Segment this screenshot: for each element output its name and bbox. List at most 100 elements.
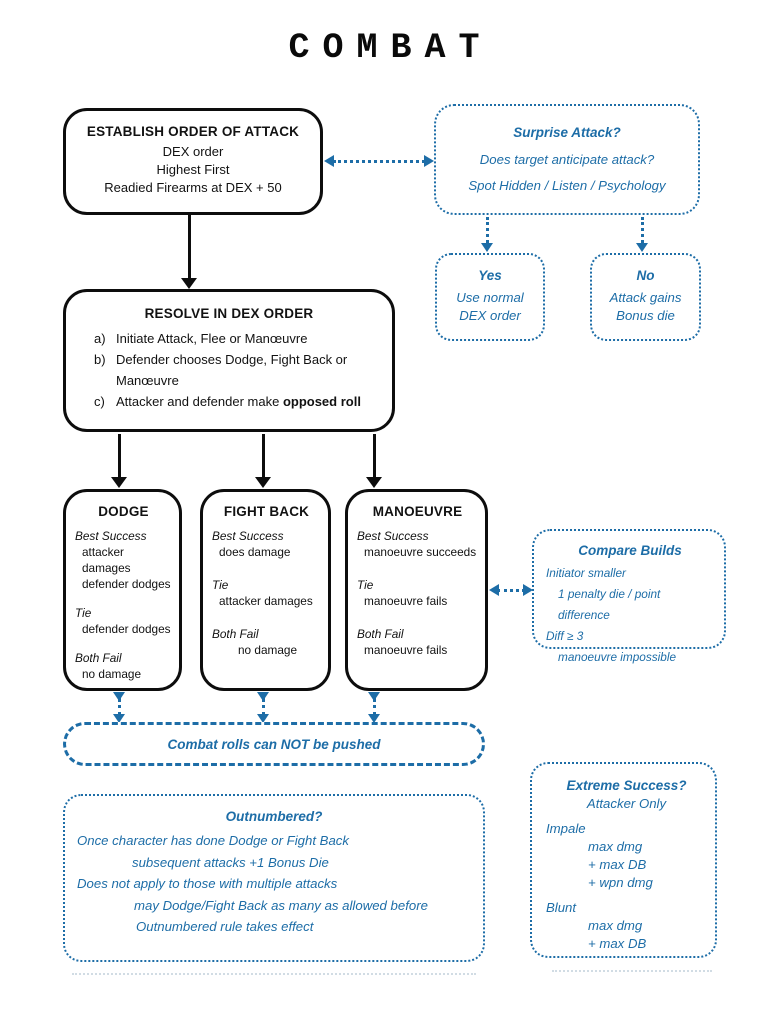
scan-echo-line xyxy=(552,970,712,972)
outnumbered-line-2: subsequent attacks +1 Bonus Die xyxy=(132,854,329,870)
resolve-item-b-prefix: b) xyxy=(94,352,106,367)
establish-order-box: ESTABLISH ORDER OF ATTACK DEX order High… xyxy=(63,108,323,215)
manoeuvre-both-fail-label: Both Fail xyxy=(357,627,404,641)
extreme-success-box: Extreme Success? Attacker Only Impale ma… xyxy=(530,762,717,958)
establish-order-title: ESTABLISH ORDER OF ATTACK xyxy=(86,124,300,139)
surprise-yes-connector-line xyxy=(486,217,489,243)
extreme-success-title: Extreme Success? xyxy=(566,778,687,793)
compare-line-penalty: 1 penalty die / point difference xyxy=(558,587,661,622)
manoeuvre-both-fail-section: Both Fail manoeuvre fails xyxy=(357,626,478,658)
compare-line-impossible: manoeuvre impossible xyxy=(558,650,677,664)
fight-back-both-fail-section: Both Fail no damage xyxy=(212,626,321,658)
arrow-down-icon xyxy=(113,714,125,723)
dodge-best-success-section: Best Success attacker damages defender d… xyxy=(75,528,172,592)
manoeuvre-pill-connector-line xyxy=(373,698,376,716)
manoeuvre-tie-section: Tie manoeuvre fails xyxy=(357,577,478,609)
dodge-tie-label: Tie xyxy=(75,606,92,620)
compare-builds-box: Compare Builds Initiator smaller 1 penal… xyxy=(532,529,726,664)
compare-line-initiator: Initiator smaller xyxy=(546,566,626,580)
establish-surprise-connector-line xyxy=(333,160,425,163)
arrow-down-icon xyxy=(481,243,493,252)
fight-back-both-fail-line1: no damage xyxy=(238,643,298,657)
resolve-fightback-connector-line xyxy=(262,434,265,478)
surprise-line-anticipate: Does target anticipate attack? xyxy=(479,152,655,167)
outnumbered-line-3: Does not apply to those with multiple at… xyxy=(77,876,338,891)
manoeuvre-best-success-line1: manoeuvre succeeds xyxy=(364,545,477,559)
resolve-dodge-connector-line xyxy=(118,434,121,478)
resolve-item-b-cont-text: Manœuvre xyxy=(116,373,179,388)
dodge-best-success-line2: defender dodges xyxy=(82,577,171,591)
resolve-item-c-prefix: c) xyxy=(94,394,105,409)
resolve-item-a-text: Initiate Attack, Flee or Manœuvre xyxy=(116,331,308,346)
no-box: No Attack gains Bonus die xyxy=(590,253,701,341)
resolve-item-c: c) Attacker and defender make opposed ro… xyxy=(80,391,378,412)
fight-back-tie-section: Tie attacker damages xyxy=(212,577,321,609)
fight-back-both-fail-label: Both Fail xyxy=(212,627,259,641)
surprise-line-skills: Spot Hidden / Listen / Psychology xyxy=(468,178,666,193)
arrow-left-icon xyxy=(324,155,334,167)
arrow-down-icon xyxy=(257,714,269,723)
compare-builds-title: Compare Builds xyxy=(578,543,682,558)
manoeuvre-box: MANOEUVRE Best Success manoeuvre succeed… xyxy=(345,489,488,691)
extreme-impale-line3: + wpn dmg xyxy=(588,875,653,890)
arrow-right-icon xyxy=(523,584,533,596)
arrow-left-icon xyxy=(489,584,499,596)
manoeuvre-tie-label: Tie xyxy=(357,578,374,592)
arrow-down-icon xyxy=(255,477,271,488)
yes-box: Yes Use normal DEX order xyxy=(435,253,545,341)
arrow-down-icon xyxy=(113,692,125,701)
extreme-impale-line1: max dmg xyxy=(588,839,643,854)
resolve-item-c-text-bold: opposed roll xyxy=(282,394,361,409)
arrow-right-icon xyxy=(424,155,434,167)
establish-resolve-connector-line xyxy=(188,215,191,279)
arrow-down-icon xyxy=(636,243,648,252)
extreme-blunt-line2: + max DB xyxy=(588,936,647,951)
dodge-tie-section: Tie defender dodges xyxy=(75,605,172,637)
arrow-down-icon xyxy=(111,477,127,488)
extreme-blunt-line1: max dmg xyxy=(588,918,643,933)
no-title: No xyxy=(636,268,655,283)
resolve-box: RESOLVE IN DEX ORDER a) Initiate Attack,… xyxy=(63,289,395,432)
arrow-down-icon xyxy=(181,278,197,289)
extreme-success-subtitle: Attacker Only xyxy=(586,796,667,811)
manoeuvre-best-success-label: Best Success xyxy=(357,529,429,543)
resolve-item-b-cont: Manœuvre xyxy=(80,370,378,391)
dodge-best-success-line1: attacker damages xyxy=(82,545,131,575)
yes-title: Yes xyxy=(478,268,502,283)
fight-back-box: FIGHT BACK Best Success does damage Tie … xyxy=(200,489,331,691)
resolve-item-c-text-normal: Attacker and defender make xyxy=(116,394,283,409)
arrow-down-icon xyxy=(368,692,380,701)
arrow-down-icon xyxy=(366,477,382,488)
fightback-pill-connector-line xyxy=(262,698,265,716)
establish-line-readied-firearms: Readied Firearms at DEX + 50 xyxy=(104,180,282,195)
resolve-item-b: b) Defender chooses Dodge, Fight Back or xyxy=(80,349,378,370)
resolve-item-b-text: Defender chooses Dodge, Fight Back or xyxy=(116,352,348,367)
compare-line-diff: Diff ≥ 3 xyxy=(546,629,584,643)
dodge-tie-line1: defender dodges xyxy=(82,622,171,636)
manoeuvre-compare-connector-line xyxy=(497,589,525,592)
fight-back-tie-label: Tie xyxy=(212,578,229,592)
resolve-item-a: a) Initiate Attack, Flee or Manœuvre xyxy=(80,328,378,349)
scan-echo-line xyxy=(72,973,476,975)
establish-line-highest-first: Highest First xyxy=(156,162,230,177)
no-line-2: Bonus die xyxy=(616,308,675,323)
fight-back-best-success-section: Best Success does damage xyxy=(212,528,321,560)
dodge-both-fail-label: Both Fail xyxy=(75,651,122,665)
fight-back-title: FIGHT BACK xyxy=(223,504,310,519)
fight-back-best-success-line1: does damage xyxy=(219,545,291,559)
extreme-impale-line2: + max DB xyxy=(588,857,647,872)
resolve-item-b-cont-spacer xyxy=(94,370,116,391)
outnumbered-title: Outnumbered? xyxy=(225,809,323,824)
manoeuvre-both-fail-line1: manoeuvre fails xyxy=(364,643,448,657)
surprise-attack-title: Surprise Attack? xyxy=(513,125,621,140)
outnumbered-box: Outnumbered? Once character has done Dod… xyxy=(63,794,485,962)
dodge-both-fail-section: Both Fail no damage xyxy=(75,650,172,682)
outnumbered-line-5: Outnumbered rule takes effect xyxy=(136,919,314,934)
arrow-down-icon xyxy=(257,692,269,701)
fight-back-tie-line1: attacker damages xyxy=(219,594,313,608)
combat-rolls-text: Combat rolls can NOT be pushed xyxy=(167,736,381,752)
dodge-both-fail-line1: no damage xyxy=(82,667,142,681)
surprise-attack-box: Surprise Attack? Does target anticipate … xyxy=(434,104,700,215)
surprise-no-connector-line xyxy=(641,217,644,243)
outnumbered-line-4: may Dodge/Fight Back as many as allowed … xyxy=(134,897,428,913)
